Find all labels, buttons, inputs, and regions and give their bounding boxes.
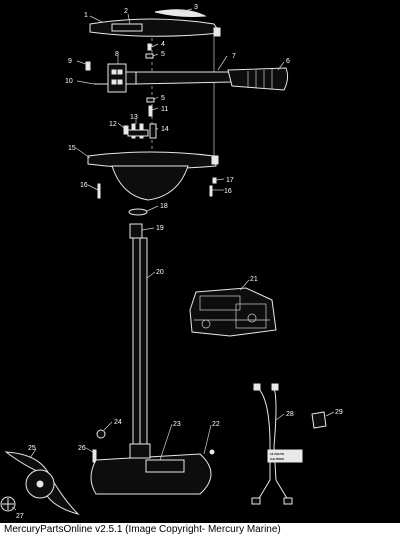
top-cover bbox=[89, 9, 221, 37]
leader-lines bbox=[11, 8, 335, 511]
bolt-part-11 bbox=[148, 105, 153, 117]
label-part-18: 18 bbox=[160, 203, 168, 210]
label-part-16b: 16 bbox=[224, 188, 232, 195]
label-part-10: 10 bbox=[65, 78, 73, 85]
label-part-7: 7 bbox=[232, 53, 236, 60]
label-part-5b: 5 bbox=[161, 95, 165, 102]
battery-warning-tag: 12 VOLTS CAUTION bbox=[267, 449, 303, 463]
label-part-3: 3 bbox=[194, 4, 198, 11]
label-part-27: 27 bbox=[16, 513, 24, 520]
mounting-bracket bbox=[189, 287, 277, 337]
bolt-part-24 bbox=[96, 429, 106, 439]
copyright-footer: MercuryPartsOnline v2.5.1 (Image Copyrig… bbox=[0, 523, 400, 537]
copyright-text: MercuryPartsOnline v2.5.1 (Image Copyrig… bbox=[4, 524, 281, 535]
clip-part-29 bbox=[311, 411, 327, 429]
screw-part-4 bbox=[147, 43, 152, 51]
battery-cable bbox=[251, 383, 293, 505]
spacer-part-14 bbox=[149, 123, 157, 139]
label-part-5a: 5 bbox=[161, 51, 165, 58]
label-part-8: 8 bbox=[115, 51, 119, 58]
label-part-12: 12 bbox=[109, 121, 117, 128]
pin-part-9 bbox=[85, 61, 91, 71]
part-number-labels: 1 2 3 4 5 6 7 8 9 10 5 11 12 13 14 15 16… bbox=[16, 4, 343, 520]
label-part-22: 22 bbox=[212, 421, 220, 428]
label-part-23: 23 bbox=[173, 421, 181, 428]
screw-part-16b bbox=[209, 185, 213, 197]
label-part-1: 1 bbox=[84, 12, 88, 19]
washer-part-5 bbox=[145, 53, 154, 59]
label-part-28: 28 bbox=[286, 411, 294, 418]
prop-nut-part-27 bbox=[0, 496, 16, 512]
label-part-11: 11 bbox=[161, 106, 168, 113]
label-part-21: 21 bbox=[250, 276, 258, 283]
switch-assembly bbox=[107, 63, 137, 93]
label-part-4: 4 bbox=[161, 41, 165, 48]
bushing-part-19 bbox=[129, 223, 143, 239]
collar-part-18 bbox=[128, 208, 148, 216]
label-part-24: 24 bbox=[114, 419, 122, 426]
fastener-set-part-13 bbox=[127, 123, 149, 139]
label-part-26: 26 bbox=[78, 445, 86, 452]
handle-grip bbox=[227, 67, 289, 91]
tiller-arm bbox=[135, 71, 233, 85]
label-part-16a: 16 bbox=[80, 182, 88, 189]
exploded-parts-diagram: 12 VOLTS CAUTION bbox=[0, 4, 343, 520]
label-part-9: 9 bbox=[68, 58, 72, 65]
lower-unit-motor bbox=[90, 443, 215, 495]
label-part-25: 25 bbox=[28, 445, 36, 452]
label-part-19: 19 bbox=[156, 225, 164, 232]
propeller bbox=[4, 451, 80, 515]
clamp-part-12 bbox=[123, 125, 129, 135]
tag-text-voltage: 12 VOLTS bbox=[270, 452, 284, 456]
label-part-2: 2 bbox=[124, 8, 128, 15]
label-part-29: 29 bbox=[335, 409, 343, 416]
screw-part-16 bbox=[97, 183, 101, 199]
tag-text-caution: CAUTION bbox=[270, 457, 284, 461]
label-part-15: 15 bbox=[68, 145, 76, 152]
label-part-6: 6 bbox=[286, 58, 290, 65]
label-part-20: 20 bbox=[156, 269, 164, 276]
label-part-14: 14 bbox=[161, 126, 169, 133]
label-part-17: 17 bbox=[226, 177, 234, 184]
nut-part-17 bbox=[212, 177, 217, 184]
label-part-13: 13 bbox=[130, 114, 138, 121]
motor-shaft bbox=[132, 237, 148, 445]
motor-head-base bbox=[87, 151, 219, 201]
washer-part-5b bbox=[146, 97, 155, 103]
